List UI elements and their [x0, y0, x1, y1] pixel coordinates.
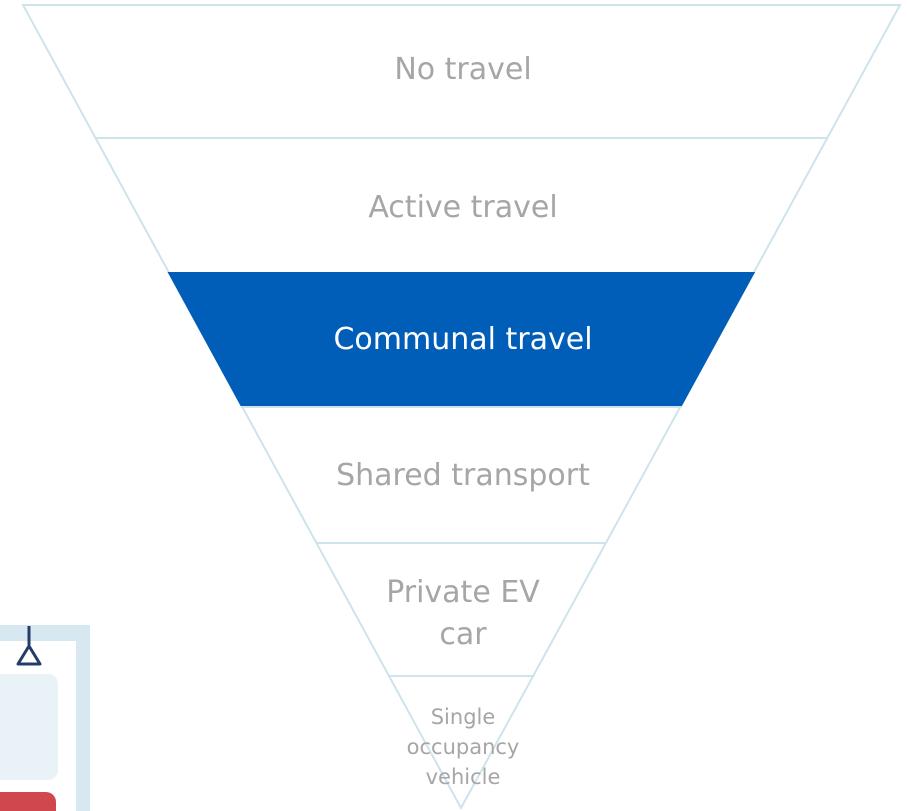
level-label-private-ev-car: Private EV car	[386, 575, 540, 652]
level-label-no-travel: No travel	[394, 52, 532, 87]
funnel-bands	[21, 4, 902, 811]
level-label-single-occupancy-vehicle: Single occupancy vehicle	[406, 705, 520, 789]
hanging-strap-icon	[16, 626, 42, 666]
side-seat	[0, 674, 58, 780]
level-label-shared-transport: Shared transport	[336, 458, 590, 493]
side-red-seat	[0, 792, 56, 811]
side-illustration	[0, 625, 90, 811]
level-label-active-travel: Active travel	[368, 190, 558, 225]
level-label-communal-travel: Communal travel	[333, 322, 593, 357]
funnel-band-6	[387, 675, 535, 811]
